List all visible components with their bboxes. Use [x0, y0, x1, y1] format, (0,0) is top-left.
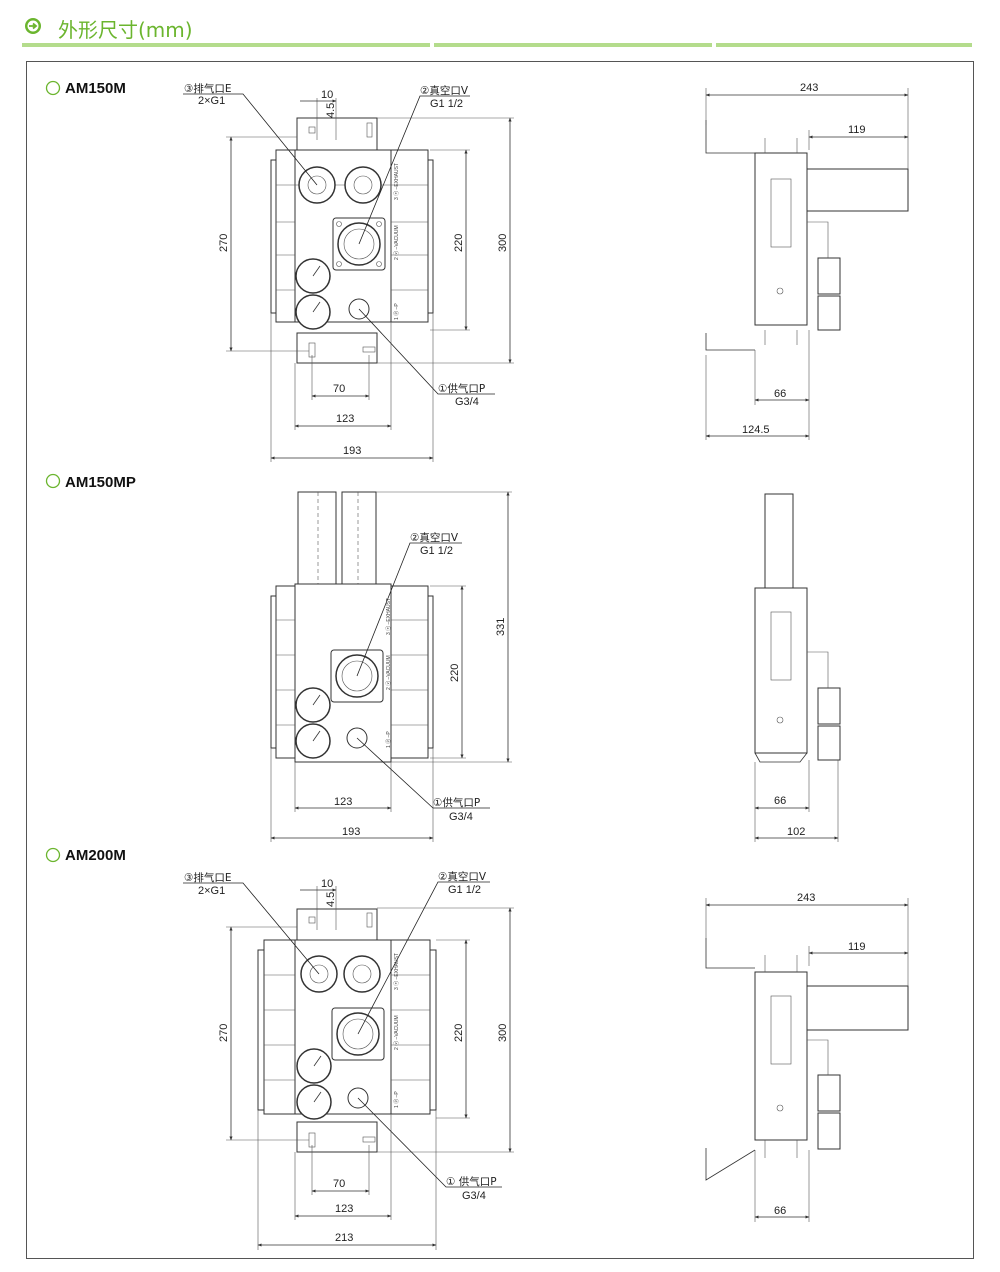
arrow-circle-icon: [25, 18, 41, 34]
body-label-exhaust: 3 ⓔ –EXHAUST: [393, 163, 400, 200]
header-rule-2: [434, 43, 712, 47]
front-view: 3 ⓔ –EXHAUST 2 ⓥ –VACUUM 1 ⓟ –P: [257, 908, 437, 1153]
section-am150m: AM150M 3 ⓔ –EXHAUST 2: [45, 80, 909, 462]
dim-bottom-b: 123: [334, 796, 352, 808]
dim-bottom-a: 70: [333, 1178, 345, 1190]
side-dimensions: 243 119 66 124.5: [705, 82, 909, 440]
dim-inner-height: 220: [453, 1024, 465, 1042]
page-title: 外形尺寸(mm): [58, 18, 193, 42]
model-label: AM200M: [65, 847, 126, 864]
callout-supply-size: G3/4: [455, 396, 479, 408]
dim-right-height: 300: [497, 1024, 509, 1042]
model-bullet-icon: [45, 80, 61, 96]
model-label: AM150M: [65, 80, 126, 97]
side-dim-lower-a: 66: [774, 388, 786, 400]
drawing-frame: [26, 61, 974, 1259]
front-dimensions: 220 331 123 193: [270, 491, 512, 842]
callout-supply-size: G3/4: [462, 1190, 486, 1202]
dim-left-height: 270: [218, 234, 230, 252]
dim-right-height: 331: [495, 618, 507, 636]
side-dim-lower-a: 66: [774, 795, 786, 807]
callout-supply: ① 供气口P: [446, 1175, 497, 1188]
callout-vacuum: ②真空口V: [420, 84, 469, 97]
callout-vacuum-size: G1 1/2: [420, 545, 453, 557]
body-label-exhaust: 3 ⓔ –EXHAUST: [385, 598, 392, 635]
section-am150mp: AM150MP 3 ⓔ –EXHAUST 2 ⓥ –VACUUM 1: [45, 473, 841, 842]
header-rule-3: [716, 43, 972, 47]
model-bullet-icon: [45, 473, 61, 489]
dim-inner-height: 220: [453, 234, 465, 252]
dim-bottom-c: 193: [342, 826, 360, 838]
callout-supply-size: G3/4: [449, 811, 473, 823]
dim-right-height: 300: [497, 234, 509, 252]
header-rule-1: [22, 43, 430, 47]
side-view: [705, 120, 909, 351]
side-dim-lower-b: 102: [787, 826, 805, 838]
callout-exhaust-size: 2×G1: [198, 95, 225, 107]
callout-exhaust: ③排气口E: [184, 871, 232, 884]
dim-bottom-c: 213: [335, 1232, 353, 1244]
dim-bottom-c: 193: [343, 445, 361, 457]
port-callouts: ③排气口E 2×G1 ②真空口V G1 1/2 ① 供气口P G3/4: [183, 870, 502, 1202]
side-dim-upper: 119: [848, 124, 866, 136]
callout-vacuum: ②真空口V: [438, 870, 487, 883]
side-view: [754, 493, 841, 763]
callout-exhaust: ③排气口E: [184, 82, 232, 95]
body-label-exhaust: 3 ⓔ –EXHAUST: [393, 953, 400, 990]
side-dim-lower-a: 66: [774, 1205, 786, 1217]
callout-supply: ①供气口P: [433, 796, 480, 809]
body-label-supply: 1 ⓟ –P: [385, 731, 392, 748]
port-callouts: ②真空口V G1 1/2 ①供气口P G3/4: [356, 531, 490, 823]
dim-top-a: 10: [321, 89, 333, 101]
body-label-vacuum: 2 ⓥ –VACUUM: [393, 1015, 400, 1050]
side-dim-lower-b: 124.5: [742, 424, 770, 436]
model-bullet-icon: [45, 847, 61, 863]
side-dimensions: 66 102: [754, 760, 839, 842]
side-dim-top: 243: [797, 892, 815, 904]
section-header: 外形尺寸(mm): [22, 8, 972, 48]
callout-vacuum: ②真空口V: [410, 531, 459, 544]
port-callouts: ③排气口E 2×G1 ②真空口V G1 1/2 ①供气口P G3/4: [183, 82, 495, 408]
body-label-vacuum: 2 ⓥ –VACUUM: [393, 225, 400, 260]
dim-top-b: 4.5: [325, 892, 337, 907]
model-label: AM150MP: [65, 474, 136, 491]
body-label-vacuum: 2 ⓥ –VACUUM: [385, 655, 392, 690]
side-view: [705, 938, 909, 1181]
front-view: 3 ⓔ –EXHAUST 2 ⓥ –VACUUM 1 ⓟ –P: [270, 491, 434, 763]
dim-bottom-b: 123: [335, 1203, 353, 1215]
body-label-supply: 1 ⓟ –P: [393, 1091, 400, 1108]
callout-exhaust-size: 2×G1: [198, 885, 225, 897]
callout-vacuum-size: G1 1/2: [430, 98, 463, 110]
front-view: 3 ⓔ –EXHAUST 2 ⓥ –VACUUM 1 ⓟ –P: [270, 117, 434, 364]
callout-vacuum-size: G1 1/2: [448, 884, 481, 896]
front-dimensions: 10 4.5 270 220 300 70 123 213: [218, 878, 514, 1250]
side-dimensions: 243 119 66: [705, 892, 909, 1222]
dim-bottom-a: 70: [333, 383, 345, 395]
dim-bottom-b: 123: [336, 413, 354, 425]
dim-top-a: 10: [321, 878, 333, 890]
dim-left-height: 270: [218, 1024, 230, 1042]
side-dim-upper: 119: [848, 941, 866, 953]
callout-supply: ①供气口P: [438, 382, 485, 395]
dim-inner-height: 220: [449, 664, 461, 682]
side-dim-top: 243: [800, 82, 818, 94]
front-dimensions: 10 4.5 270 220 300 70 123 193: [218, 89, 514, 462]
body-label-supply: 1 ⓟ –P: [393, 303, 400, 320]
dim-top-b: 4.5: [325, 103, 337, 118]
section-am200m: AM200M 3 ⓔ –EXHAUST 2 ⓥ –VACUUM 1 ⓟ: [45, 847, 909, 1250]
